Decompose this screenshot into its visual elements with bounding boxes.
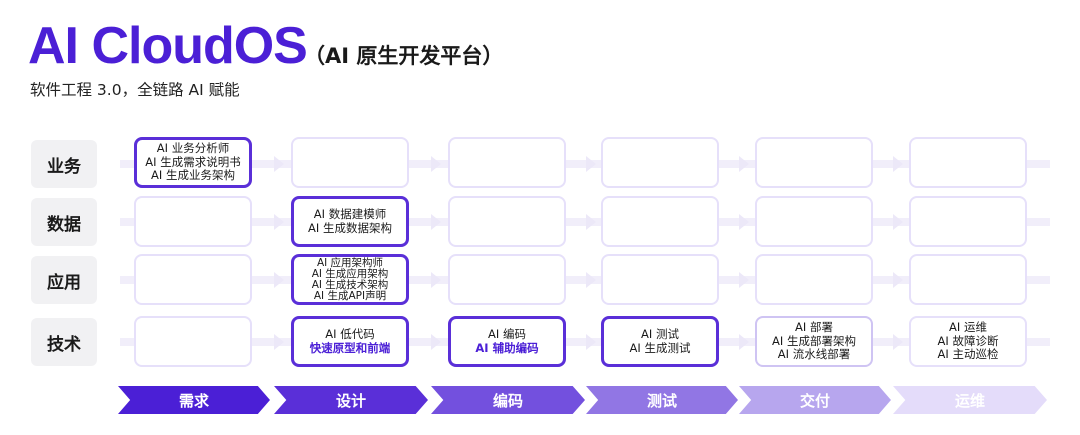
cell-data-delivery [755,196,873,247]
cell-data-testing [601,196,719,247]
cell-line: AI 流水线部署 [777,347,851,362]
cell-data-coding [448,196,566,247]
connector-arrow-icon [274,334,284,350]
cell-data-design: AI 数据建模师 AI 生成数据架构 [291,196,409,247]
cell-business-delivery [755,137,873,188]
cell-technology-operations: AI 运维 AI 故障诊断 AI 主动巡检 [909,316,1027,367]
cell-business-coding [448,137,566,188]
cell-business-requirement: AI 业务分析师 AI 生成需求说明书 AI 生成业务架构 [134,137,252,188]
row-band-application [120,276,1050,284]
connector-arrow-icon [431,156,441,172]
cell-technology-design: AI 低代码 快速原型和前端 [291,316,409,367]
phase-arrow-testing: 测试 [586,386,738,414]
connector-arrow-icon [274,272,284,288]
cell-application-operations [909,254,1027,305]
phase-arrow-design: 设计 [274,386,428,414]
cell-line: AI 部署 [795,320,833,335]
connector-arrow-icon [893,214,903,230]
cell-line: AI 数据建模师 [313,207,387,221]
row-label-business: 业务 [31,140,97,188]
phase-arrow-coding: 编码 [431,386,585,414]
connector-arrow-icon [431,272,441,288]
cell-line-highlight: AI 辅助编码 [475,340,539,355]
connector-arrow-icon [586,214,596,230]
cell-application-requirement [134,254,252,305]
row-label-application: 应用 [31,256,97,304]
cell-line: AI 生成部署架构 [772,333,856,348]
row-band-business [120,160,1050,168]
connector-arrow-icon [431,214,441,230]
row-band-technology [120,338,1050,346]
cell-business-design [291,137,409,188]
connector-arrow-icon [586,156,596,172]
connector-arrow-icon [893,334,903,350]
cell-application-testing [601,254,719,305]
connector-arrow-icon [586,334,596,350]
tagline: 软件工程 3.0，全链路 AI 赋能 [30,81,240,99]
cell-technology-delivery: AI 部署 AI 生成部署架构 AI 流水线部署 [755,316,873,367]
cell-line-highlight: 快速原型和前端 [309,340,391,355]
connector-arrow-icon [739,272,749,288]
cell-line: AI 应用架构师 [316,256,384,269]
cell-technology-coding: AI 编码 AI 辅助编码 [448,316,566,367]
row-band-data [120,218,1050,226]
cell-application-design: AI 应用架构师 AI 生成应用架构 AI 生成技术架构 AI 生成API声明 [291,254,409,305]
cell-line: AI 故障诊断 [937,333,999,348]
phase-arrow-delivery: 交付 [739,386,891,414]
cell-technology-testing: AI 测试 AI 生成测试 [601,316,719,367]
connector-arrow-icon [893,156,903,172]
connector-arrow-icon [586,272,596,288]
cell-line: AI 运维 [949,320,987,335]
cell-line: AI 生成技术架构 [311,278,389,291]
cell-data-requirement [134,196,252,247]
cell-line: AI 低代码 [325,327,375,341]
cell-line: AI 生成数据架构 [308,220,392,235]
connector-arrow-icon [739,334,749,350]
phase-arrow-requirement: 需求 [118,386,270,414]
row-label-technology: 技术 [31,318,97,366]
connector-arrow-icon [739,214,749,230]
cell-business-operations [909,137,1027,188]
connector-arrow-icon [274,214,284,230]
page-subtitle: （AI 原生开发平台） [304,44,504,68]
cell-line: AI 业务分析师 [156,141,230,156]
connector-arrow-icon [739,156,749,172]
cell-line: AI 生成需求说明书 [145,154,241,169]
page-title: AI CloudOS [28,17,308,75]
cell-line: AI 编码 [488,327,526,341]
cell-business-testing [601,137,719,188]
connector-arrow-icon [274,156,284,172]
cell-technology-requirement [134,316,252,367]
cell-line: AI 生成测试 [629,340,691,355]
cell-data-operations [909,196,1027,247]
phase-arrow-operations: 运维 [893,386,1047,414]
cell-line: AI 生成业务架构 [151,168,235,183]
cell-line: AI 生成API声明 [313,289,387,302]
cell-application-coding [448,254,566,305]
row-label-data: 数据 [31,198,97,246]
cell-line: AI 生成应用架构 [311,267,389,280]
connector-arrow-icon [893,272,903,288]
cell-application-delivery [755,254,873,305]
connector-arrow-icon [431,334,441,350]
cell-line: AI 测试 [641,327,679,341]
cell-line: AI 主动巡检 [937,347,999,362]
